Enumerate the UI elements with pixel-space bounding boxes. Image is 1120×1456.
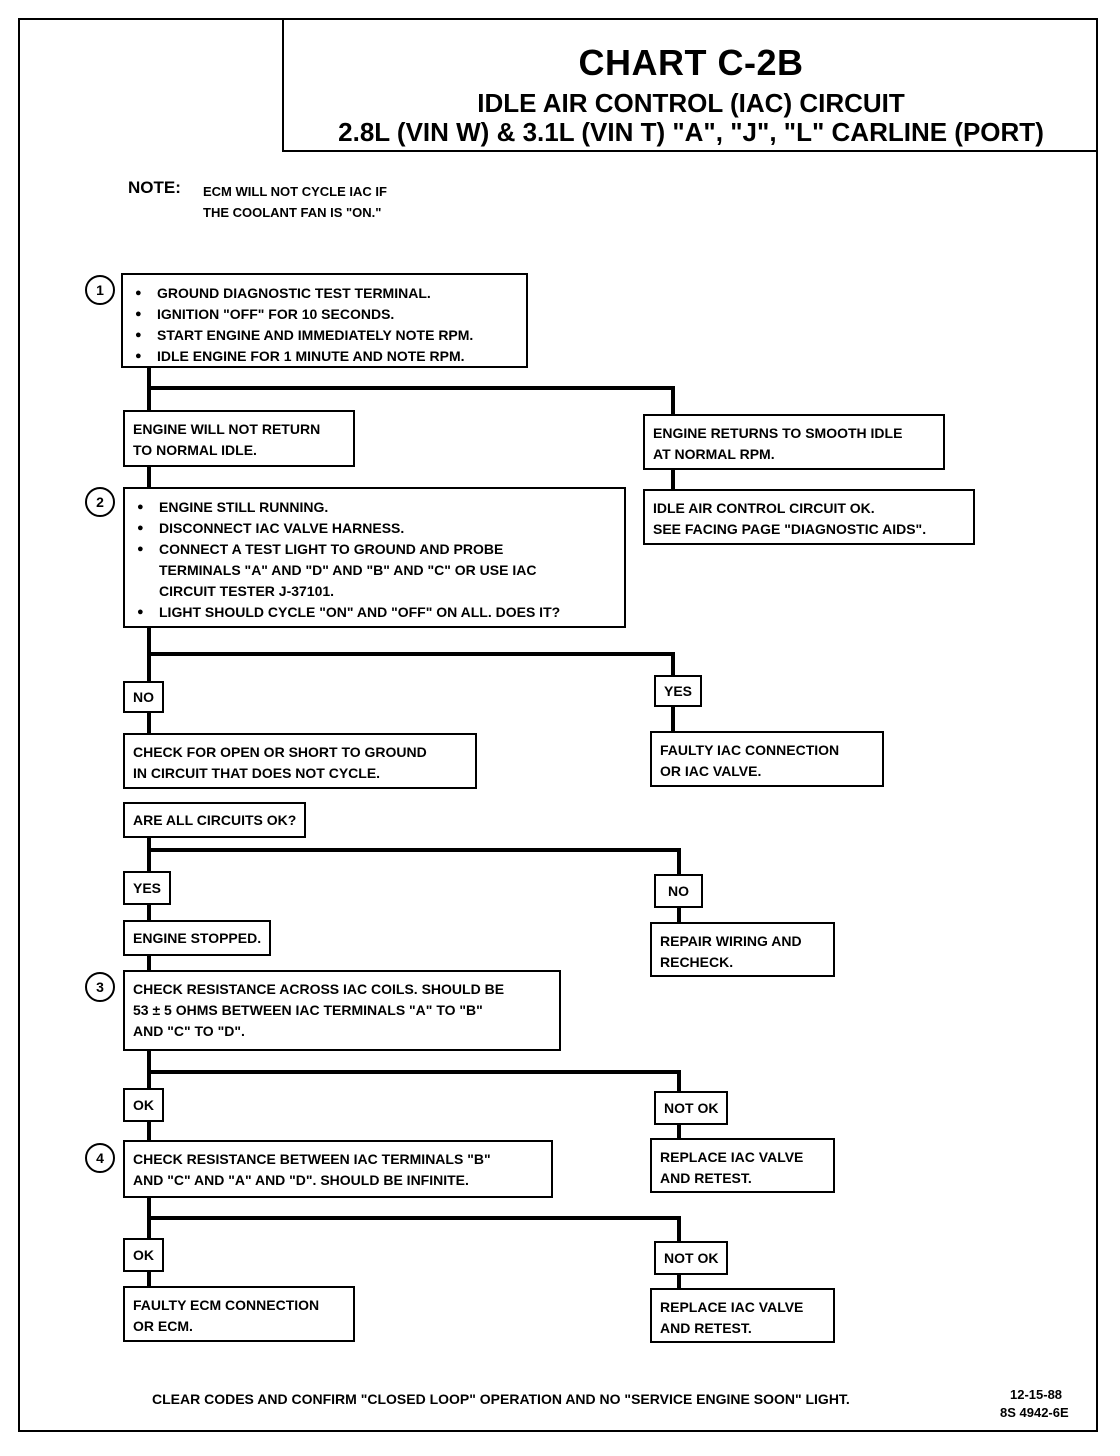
connector: [677, 1070, 681, 1092]
footer-instruction: CLEAR CODES AND CONFIRM "CLOSED LOOP" OP…: [152, 1391, 850, 1407]
connector: [147, 1216, 681, 1220]
connector: [677, 1121, 681, 1140]
engine-stopped-box: ENGINE STOPPED.: [123, 920, 272, 956]
step-1-box: GROUND DIAGNOSTIC TEST TERMINAL. IGNITIO…: [121, 273, 528, 368]
step-1-item: IGNITION "OFF" FOR 10 SECONDS.: [131, 304, 518, 325]
connector: [147, 465, 151, 489]
connector: [147, 711, 151, 735]
step-1-item: GROUND DIAGNOSTIC TEST TERMINAL.: [131, 283, 518, 304]
step-number-1: 1: [85, 275, 115, 305]
connector: [147, 1268, 151, 1288]
step-2-item: ENGINE STILL RUNNING.: [133, 497, 616, 518]
connector: [147, 1070, 681, 1074]
all-circuits-ok-question: ARE ALL CIRCUITS OK?: [123, 802, 307, 838]
replace-iac-box: REPLACE IAC VALVE AND RETEST.: [650, 1138, 835, 1193]
step-number-2: 2: [85, 487, 115, 517]
page-border: [18, 18, 1098, 1432]
connector: [147, 952, 151, 972]
step-2-box: ENGINE STILL RUNNING. DISCONNECT IAC VAL…: [123, 487, 626, 628]
connector: [671, 468, 675, 492]
yes-label: YES: [123, 871, 172, 905]
check-open-short-box: CHECK FOR OPEN OR SHORT TO GROUND IN CIR…: [123, 733, 477, 789]
not-ok-label: NOT OK: [654, 1091, 729, 1125]
step-1-item: IDLE ENGINE FOR 1 MINUTE AND NOTE RPM.: [131, 346, 518, 367]
connector: [671, 652, 675, 676]
step-2-item: LIGHT SHOULD CYCLE "ON" AND "OFF" ON ALL…: [133, 602, 616, 623]
faulty-iac-box: FAULTY IAC CONNECTION OR IAC VALVE.: [650, 731, 884, 787]
engine-returns-box: ENGINE RETURNS TO SMOOTH IDLE AT NORMAL …: [643, 414, 945, 470]
chart-engine-line: 2.8L (VIN W) & 3.1L (VIN T) "A", "J", "L…: [338, 117, 1044, 147]
document-date: 12-15-88: [1010, 1387, 1063, 1402]
step-2-item: DISCONNECT IAC VALVE HARNESS.: [133, 518, 616, 539]
step-4-box: CHECK RESISTANCE BETWEEN IAC TERMINALS "…: [123, 1140, 553, 1198]
connector: [677, 904, 681, 924]
step-2-item: CONNECT A TEST LIGHT TO GROUND AND PROBE…: [133, 539, 616, 602]
connector: [677, 1270, 681, 1290]
ok-label: OK: [123, 1088, 164, 1122]
connector: [671, 705, 675, 735]
note-label: NOTE:: [128, 178, 181, 197]
yes-label: YES: [654, 675, 703, 707]
note-line-1: ECM WILL NOT CYCLE IAC IF: [203, 184, 387, 199]
step-number-4: 4: [85, 1143, 115, 1173]
chart-subtitle: IDLE AIR CONTROL (IAC) CIRCUIT: [477, 88, 905, 118]
step-number-3: 3: [85, 972, 115, 1002]
connector: [147, 835, 151, 871]
connector: [147, 848, 681, 852]
replace-iac-box: REPLACE IAC VALVE AND RETEST.: [650, 1288, 835, 1343]
connector: [147, 1118, 151, 1140]
faulty-ecm-box: FAULTY ECM CONNECTION OR ECM.: [123, 1286, 355, 1342]
not-ok-label: NOT OK: [654, 1241, 729, 1275]
document-code: 8S 4942-6E: [1000, 1405, 1069, 1420]
connector: [147, 386, 675, 390]
step-1-item: START ENGINE AND IMMEDIATELY NOTE RPM.: [131, 325, 518, 346]
ok-label: OK: [123, 1238, 164, 1272]
connector: [671, 386, 675, 416]
connector: [677, 848, 681, 874]
note-line-2: THE COOLANT FAN IS "ON.": [203, 205, 382, 220]
title-box: CHART C-2B IDLE AIR CONTROL (IAC) CIRCUI…: [282, 18, 1098, 152]
no-label: NO: [654, 874, 703, 908]
step-3-box: CHECK RESISTANCE ACROSS IAC COILS. SHOUL…: [123, 970, 561, 1051]
chart-title: CHART C-2B: [578, 42, 804, 83]
engine-not-return-box: ENGINE WILL NOT RETURN TO NORMAL IDLE.: [123, 410, 355, 467]
connector: [677, 1216, 681, 1242]
no-label: NO: [123, 681, 164, 713]
circuit-ok-box: IDLE AIR CONTROL CIRCUIT OK. SEE FACING …: [643, 489, 975, 545]
note-text: ECM WILL NOT CYCLE IAC IF THE COOLANT FA…: [203, 181, 387, 223]
connector: [147, 652, 675, 656]
connector: [147, 903, 151, 920]
connector: [147, 1049, 151, 1089]
repair-wiring-box: REPAIR WIRING AND RECHECK.: [650, 922, 835, 977]
